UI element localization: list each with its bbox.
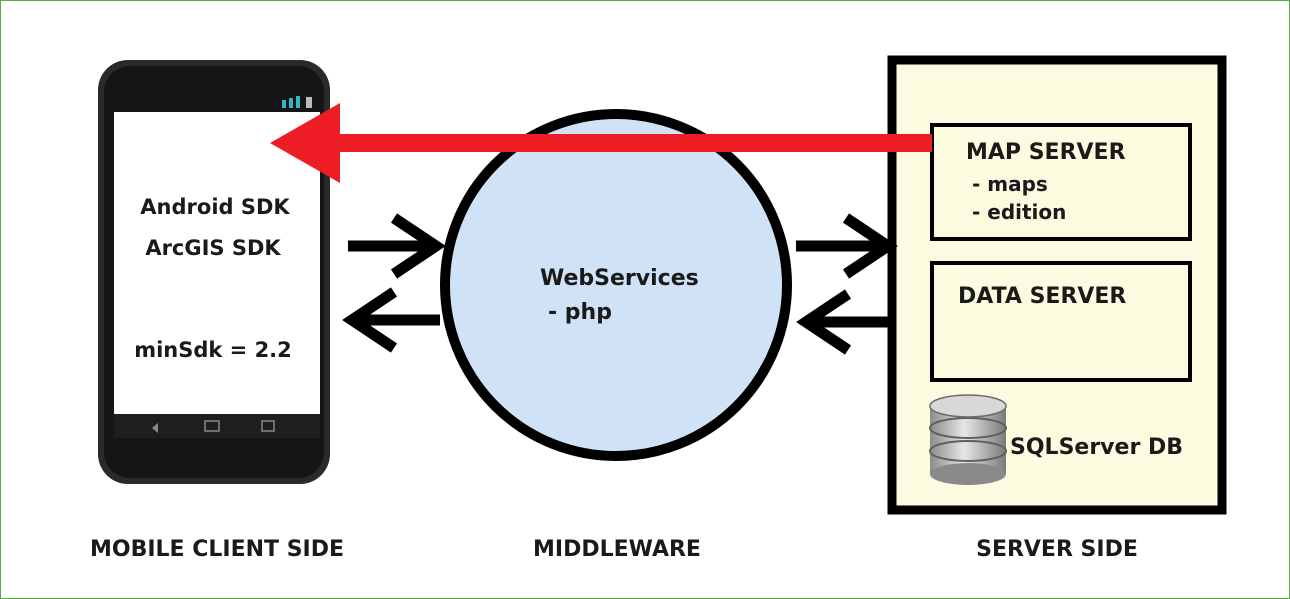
phone-text-arcgis: ArcGIS SDK (145, 236, 281, 260)
map-server-box (930, 123, 1192, 241)
section-label-server: SERVER SIDE (976, 537, 1138, 562)
middleware-sub: - php (548, 300, 612, 325)
arrow-phone-to-middleware (348, 213, 446, 279)
arrow-middleware-to-server (796, 213, 898, 279)
map-server-title: MAP SERVER (966, 140, 1126, 165)
phone-nav-bar (114, 414, 320, 438)
map-server-item-edition: - edition (972, 200, 1066, 224)
middleware-title: WebServices (540, 266, 699, 291)
map-server-item-maps: - maps (972, 172, 1048, 196)
phone-text-minsdk: minSdk = 2.2 (134, 338, 292, 362)
data-server-title: DATA SERVER (958, 284, 1126, 309)
red-arrow (270, 103, 932, 183)
phone-screen (114, 112, 320, 414)
database-icon (929, 394, 1007, 485)
section-label-client: MOBILE CLIENT SIDE (90, 537, 344, 562)
arrow-server-to-middleware (796, 289, 890, 355)
section-label-middleware: MIDDLEWARE (533, 537, 701, 562)
phone-text-android: Android SDK (140, 195, 290, 219)
middleware-circle (440, 109, 792, 461)
phone-device-icon (98, 60, 330, 484)
db-label: SQLServer DB (1010, 435, 1183, 460)
arrow-middleware-to-phone (342, 287, 440, 353)
data-server-box (930, 261, 1192, 382)
